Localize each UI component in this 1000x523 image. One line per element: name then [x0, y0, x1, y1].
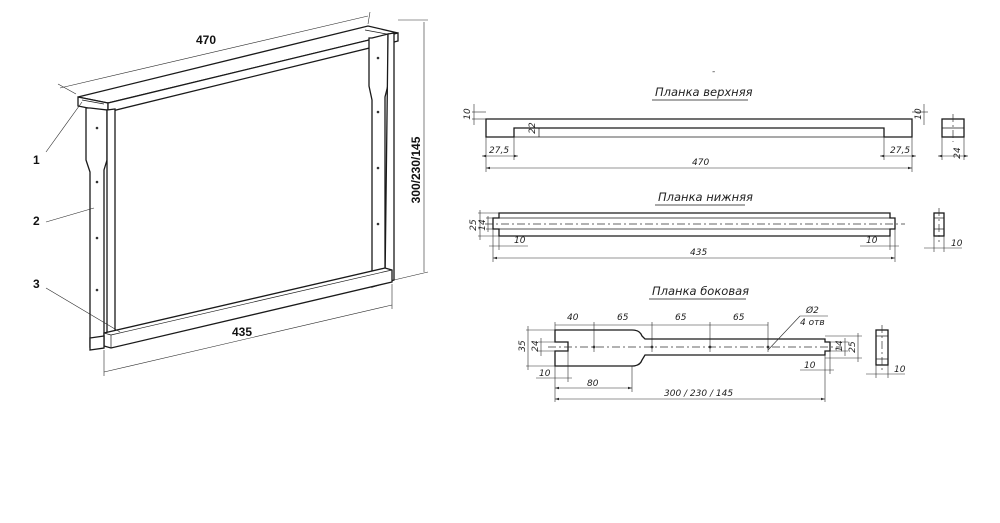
dim-frame-height: 300/230/145	[393, 19, 429, 281]
top-bar-drawing: Планка верхняя - 10 10 22 27,5 27,5 470	[463, 67, 968, 172]
top-bar-depth: 22	[528, 122, 538, 134]
top-bar-thickness-right: 10	[914, 108, 924, 120]
side-bar-title: Планка боковая	[652, 284, 749, 298]
side-bar-wide-part: 80	[587, 379, 599, 389]
frame-bottom-bar	[89, 267, 393, 351]
side-bar-height: 35	[518, 340, 528, 352]
top-bar-end-view: 24	[938, 114, 968, 160]
dim-frame-top: 470	[57, 11, 371, 95]
hole-spacing-1: 40	[567, 313, 579, 323]
svg-text:2: 2	[33, 214, 40, 228]
top-bar-end-width: 24	[953, 147, 963, 159]
top-bar-profile	[485, 118, 913, 138]
svg-text:1: 1	[33, 153, 40, 167]
dim-frame-top-value: 470	[196, 33, 216, 47]
callout-3: 3	[33, 277, 121, 333]
side-bar-length: 300 / 230 / 145	[664, 389, 733, 399]
svg-text:-: -	[712, 67, 715, 77]
top-bar-title: Планка верхняя	[655, 85, 753, 99]
side-bar-inner-height: 24	[531, 340, 541, 352]
side-bar-right-inner: 14	[835, 340, 845, 352]
frame-isometric-view: 470 435 300/230/145 1 2 3	[33, 11, 429, 376]
dim-frame-bottom: 435	[103, 284, 393, 376]
side-bar-profile	[554, 329, 831, 367]
hole-spacing-4: 65	[733, 313, 745, 323]
callout-1: 1	[33, 101, 83, 167]
hole-note: Ø2 4 отв	[767, 305, 828, 351]
bottom-bar-shoulder-right: 10	[866, 236, 878, 246]
hole-spacing-2: 65	[617, 313, 629, 323]
top-bar-shoulder-right: 27,5	[890, 146, 910, 156]
bottom-bar-inner-height: 14	[478, 219, 488, 231]
side-bar-slot-right: 10	[804, 361, 816, 371]
bottom-bar-end-width: 10	[951, 239, 963, 249]
dim-frame-height-value: 300/230/145	[409, 136, 423, 203]
bottom-bar-title: Планка нижняя	[658, 190, 753, 204]
frame-left-side-bar	[85, 107, 116, 348]
bottom-bar-profile	[492, 212, 896, 237]
frame-right-side-bar	[368, 32, 395, 288]
callout-2: 2	[33, 207, 95, 228]
bottom-bar-drawing: Планка нижняя 25 14 10 10 435	[469, 190, 963, 262]
side-bar-end-width: 10	[894, 365, 906, 375]
hole-note-count: 4 отв	[800, 318, 825, 328]
bottom-bar-end-view: 10	[924, 208, 963, 252]
top-bar-length: 470	[692, 158, 709, 168]
top-bar-thickness-left: 10	[463, 108, 473, 120]
side-bar-slot-left: 10	[539, 369, 551, 379]
frame-top-bar	[77, 25, 399, 113]
bottom-bar-height: 25	[469, 219, 479, 231]
side-bar-right-height: 25	[848, 341, 858, 353]
side-bar-drawing: Планка боковая 40 65 65 65 Ø2 4 отв	[518, 284, 906, 402]
side-bar-holes: 40 65 65 65	[554, 313, 770, 352]
hole-note-diameter: Ø2	[805, 305, 819, 316]
dim-frame-bottom-value: 435	[232, 325, 252, 339]
side-bar-end-view: 10	[866, 325, 906, 378]
top-bar-shoulder-left: 27,5	[489, 146, 509, 156]
bottom-bar-shoulder-left: 10	[514, 236, 526, 246]
hole-spacing-3: 65	[675, 313, 687, 323]
bottom-bar-length: 435	[690, 248, 707, 258]
svg-text:3: 3	[33, 277, 40, 291]
